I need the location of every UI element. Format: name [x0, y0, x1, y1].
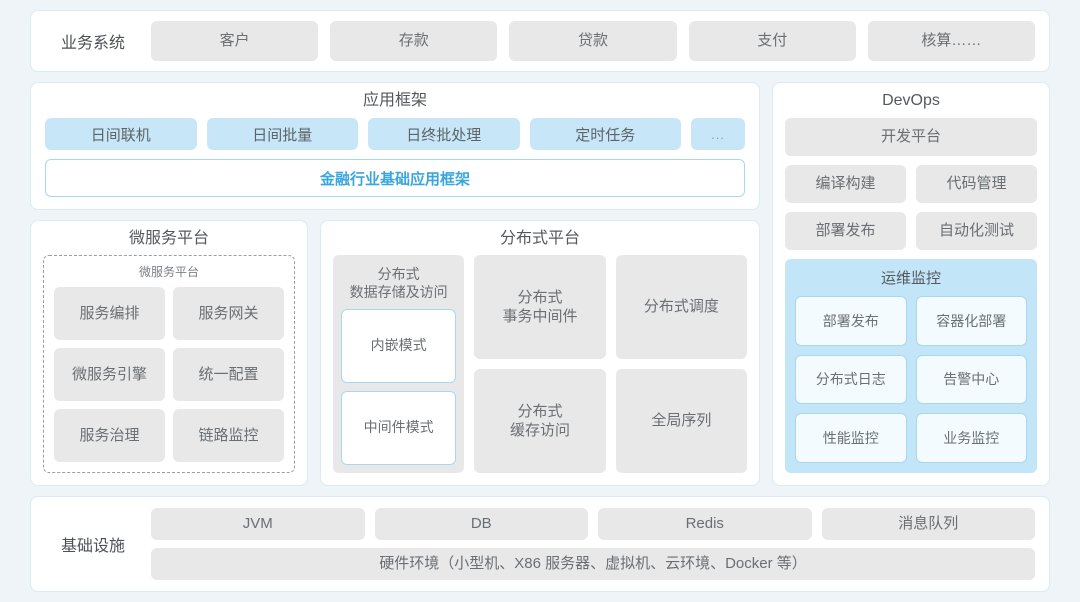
devops-title: DevOps	[882, 92, 940, 109]
app-framework-tile-more[interactable]: ...	[691, 118, 745, 150]
microservice-platform-title: 微服务平台	[128, 230, 209, 247]
microservice-platform-card: 微服务平台 微服务平台 服务编排 服务网关 微服务引擎 统一配置 服务治理 链路…	[30, 220, 308, 486]
microservice-tile-orchestration[interactable]: 服务编排	[54, 287, 165, 340]
distributed-tile-scheduling[interactable]: 分布式调度	[615, 255, 747, 359]
app-framework-tile-eod-batch[interactable]: 日终批处理	[368, 118, 520, 150]
distributed-tile-transaction-middleware[interactable]: 分布式 事务中间件	[474, 255, 606, 359]
app-framework-tile-scheduled-task[interactable]: 定时任务	[529, 118, 681, 150]
business-systems-items: 客户 存款 贷款 支付 核算……	[151, 21, 1036, 61]
devops-card: DevOps 开发平台 编译构建 代码管理 部署发布 自动化测试 运维监控 部署…	[772, 82, 1050, 486]
application-framework-card: 应用框架 日间联机 日间批量 日终批处理 定时任务 ... 金融行业基础应用框架	[30, 82, 760, 210]
infrastructure-tile-hardware-environment[interactable]: 硬件环境（小型机、X86 服务器、虚拟机、云环境、Docker 等）	[151, 548, 1035, 580]
application-framework-title: 应用框架	[362, 92, 427, 109]
infrastructure-card: 基础设施 JVM DB Redis 消息队列 硬件环境（小型机、X86 服务器、…	[30, 496, 1050, 592]
distributed-data-storage-label: 分布式 数据存储及访问	[349, 266, 448, 301]
distributed-storage-mode-embedded[interactable]: 内嵌模式	[341, 309, 457, 384]
infrastructure-items: JVM DB Redis 消息队列	[151, 508, 1035, 540]
devops-tools-row-2: 部署发布 自动化测试	[785, 212, 1037, 250]
ops-tile-performance-monitoring[interactable]: 性能监控	[795, 413, 907, 463]
devops-tile-deploy-release[interactable]: 部署发布	[785, 212, 906, 250]
devops-tile-dev-platform[interactable]: 开发平台	[785, 118, 1037, 156]
devops-tile-code-management[interactable]: 代码管理	[916, 165, 1037, 203]
microservice-platform-inner-box: 微服务平台 服务编排 服务网关 微服务引擎 统一配置 服务治理 链路监控	[43, 255, 295, 473]
ops-tile-business-monitoring[interactable]: 业务监控	[915, 413, 1027, 463]
business-systems-label: 业务系统	[60, 35, 125, 52]
microservice-tile-governance[interactable]: 服务治理	[54, 409, 165, 462]
microservice-tile-engine[interactable]: 微服务引擎	[54, 348, 165, 401]
ops-tile-deploy-release[interactable]: 部署发布	[795, 296, 907, 346]
distributed-tile-cache-access[interactable]: 分布式 缓存访问	[474, 369, 606, 473]
distributed-platform-card: 分布式平台 分布式 数据存储及访问 内嵌模式 中间件模式 分布式 事务中间件 分…	[320, 220, 760, 486]
platforms-row: 微服务平台 微服务平台 服务编排 服务网关 微服务引擎 统一配置 服务治理 链路…	[30, 220, 760, 486]
devops-column: DevOps 开发平台 编译构建 代码管理 部署发布 自动化测试 运维监控 部署…	[772, 82, 1050, 486]
distributed-tile-data-storage[interactable]: 分布式 数据存储及访问 内嵌模式 中间件模式	[333, 255, 465, 473]
ops-tile-alert-center[interactable]: 告警中心	[915, 354, 1027, 405]
microservice-platform-grid: 服务编排 服务网关 微服务引擎 统一配置 服务治理 链路监控	[54, 287, 284, 462]
app-framework-tile-daytime-batch[interactable]: 日间批量	[206, 118, 358, 150]
infrastructure-tile-message-queue[interactable]: 消息队列	[821, 508, 1035, 540]
ops-monitoring-grid: 部署发布 容器化部署 分布式日志 告警中心 性能监控 业务监控	[795, 296, 1027, 463]
infrastructure-tile-db[interactable]: DB	[374, 508, 588, 540]
microservice-tile-gateway[interactable]: 服务网关	[173, 287, 284, 340]
distributed-platform-grid: 分布式 数据存储及访问 内嵌模式 中间件模式 分布式 事务中间件 分布式调度 分…	[333, 255, 747, 473]
business-system-tile-accounting[interactable]: 核算……	[867, 21, 1036, 61]
application-framework-items: 日间联机 日间批量 日终批处理 定时任务 ...	[45, 118, 745, 150]
platform-left-column: 应用框架 日间联机 日间批量 日终批处理 定时任务 ... 金融行业基础应用框架…	[30, 82, 760, 486]
ops-tile-containerized-deploy[interactable]: 容器化部署	[915, 296, 1027, 346]
infrastructure-tile-jvm[interactable]: JVM	[151, 508, 365, 540]
business-system-tile-payment[interactable]: 支付	[688, 21, 856, 61]
infrastructure-content: JVM DB Redis 消息队列 硬件环境（小型机、X86 服务器、虚拟机、云…	[151, 508, 1035, 580]
microservice-platform-inner-title: 微服务平台	[138, 265, 199, 279]
business-systems-card: 业务系统 客户 存款 贷款 支付 核算……	[30, 10, 1050, 72]
infrastructure-label: 基础设施	[60, 538, 125, 555]
platform-zone: 应用框架 日间联机 日间批量 日终批处理 定时任务 ... 金融行业基础应用框架…	[30, 82, 1050, 486]
microservice-tile-trace-monitoring[interactable]: 链路监控	[173, 409, 284, 462]
ops-monitoring-title: 运维监控	[880, 270, 941, 287]
devops-tile-automated-testing[interactable]: 自动化测试	[916, 212, 1037, 250]
distributed-storage-mode-middleware[interactable]: 中间件模式	[341, 391, 457, 465]
devops-tile-compile-build[interactable]: 编译构建	[785, 165, 906, 203]
microservice-tile-unified-config[interactable]: 统一配置	[173, 348, 284, 401]
infrastructure-tile-redis[interactable]: Redis	[598, 508, 812, 540]
business-system-tile-loan[interactable]: 贷款	[509, 21, 677, 61]
business-system-tile-deposit[interactable]: 存款	[330, 21, 498, 61]
distributed-tile-global-sequence[interactable]: 全局序列	[615, 369, 747, 473]
infrastructure-hardware-row: 硬件环境（小型机、X86 服务器、虚拟机、云环境、Docker 等）	[151, 548, 1035, 580]
ops-monitoring-box: 运维监控 部署发布 容器化部署 分布式日志 告警中心 性能监控 业务监控	[785, 259, 1037, 473]
app-framework-tile-daytime-online[interactable]: 日间联机	[45, 118, 197, 150]
financial-base-framework-bar[interactable]: 金融行业基础应用框架	[45, 159, 745, 197]
devops-tools-row-1: 编译构建 代码管理	[785, 165, 1037, 203]
ops-tile-distributed-log[interactable]: 分布式日志	[795, 354, 907, 405]
distributed-platform-title: 分布式平台	[499, 230, 580, 247]
business-system-tile-customer[interactable]: 客户	[151, 21, 319, 61]
